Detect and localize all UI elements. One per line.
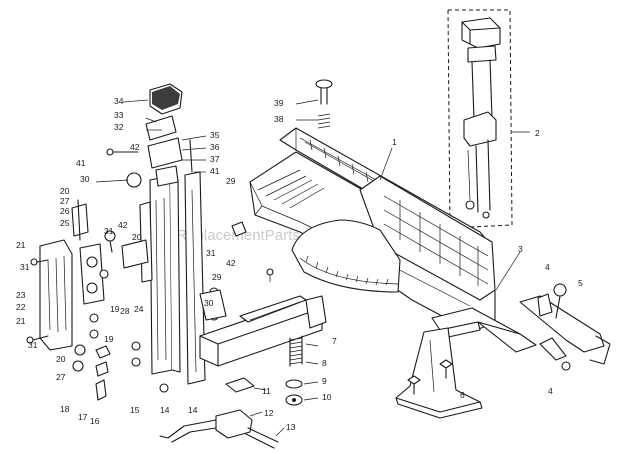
callout-31d: 31: [206, 248, 216, 258]
callout-14b: 14: [188, 405, 198, 415]
callout-15: 15: [130, 405, 140, 415]
callout-7: 7: [332, 336, 337, 346]
leader-lines: [95, 99, 521, 437]
callout-17: 17: [78, 412, 88, 422]
side-clamp-part: [26, 199, 111, 401]
callout-21b: 21: [16, 316, 26, 326]
callout-42c: 42: [226, 258, 236, 268]
callout-4a: 4: [545, 262, 550, 272]
callout-37: 37: [210, 154, 220, 164]
callout-9: 9: [322, 376, 327, 386]
callout-42a: 42: [130, 142, 140, 152]
callout-31b: 31: [20, 262, 30, 272]
spring-stack-part: [285, 335, 303, 406]
leg-stand-part: [395, 307, 537, 419]
callout-13: 13: [286, 422, 296, 432]
clamp-handle-part: [519, 283, 611, 371]
callout-29b: 29: [212, 272, 222, 282]
callout-3: 3: [518, 244, 523, 254]
callout-19b: 19: [104, 334, 114, 344]
callout-34: 34: [114, 96, 124, 106]
callout-25: 25: [60, 218, 70, 228]
callout-5: 5: [578, 278, 583, 288]
callout-41a: 41: [76, 158, 86, 168]
callout-31c: 31: [28, 340, 38, 350]
callout-4b: 4: [548, 386, 553, 396]
callout-38: 38: [274, 114, 284, 124]
callout-42b: 42: [118, 220, 128, 230]
knob-pin-part: [315, 79, 333, 129]
callout-39: 39: [274, 98, 284, 108]
callout-1: 1: [392, 137, 397, 147]
clamp-assembly-part: [447, 9, 530, 229]
callout-24: 24: [134, 304, 144, 314]
guide-post-part: [104, 83, 206, 385]
callout-41b: 41: [210, 166, 220, 176]
callout-36: 36: [210, 142, 220, 152]
callout-19a: 19: [110, 304, 120, 314]
callout-6: 6: [460, 390, 465, 400]
callout-16: 16: [90, 416, 100, 426]
callout-29a: 29: [226, 176, 236, 186]
callout-23: 23: [16, 290, 26, 300]
callout-27a: 27: [60, 196, 70, 206]
watermark-text: eReplacementParts.com: [168, 227, 332, 244]
bolts-part: [407, 359, 453, 395]
callout-30b: 30: [204, 298, 214, 308]
callout-labels: 1 2 3 4 4 5 6 7 8 9 10 11 12 13 14 14 15…: [16, 96, 583, 432]
miter-box-part: [249, 127, 496, 333]
callout-20a: 20: [60, 186, 70, 196]
callout-21a: 21: [16, 240, 26, 250]
lever-part: [159, 377, 279, 449]
callout-30a: 30: [80, 174, 90, 184]
hardware-part: [131, 221, 247, 393]
callout-26: 26: [60, 206, 70, 216]
callout-10: 10: [322, 392, 332, 402]
callout-33: 33: [114, 110, 124, 120]
callout-14a: 14: [160, 405, 170, 415]
callout-20c: 20: [56, 354, 66, 364]
rail-part: [199, 295, 327, 367]
callout-35: 35: [210, 130, 220, 140]
callout-28: 28: [120, 306, 130, 316]
callout-12: 12: [264, 408, 274, 418]
callout-8: 8: [322, 358, 327, 368]
callout-31a: 31: [104, 226, 114, 236]
callout-20b: 20: [132, 232, 142, 242]
callout-11: 11: [262, 386, 271, 396]
callout-18: 18: [60, 404, 70, 414]
callout-22: 22: [16, 302, 26, 312]
callout-2: 2: [535, 128, 540, 138]
callout-32: 32: [114, 122, 124, 132]
callout-27b: 27: [56, 372, 66, 382]
